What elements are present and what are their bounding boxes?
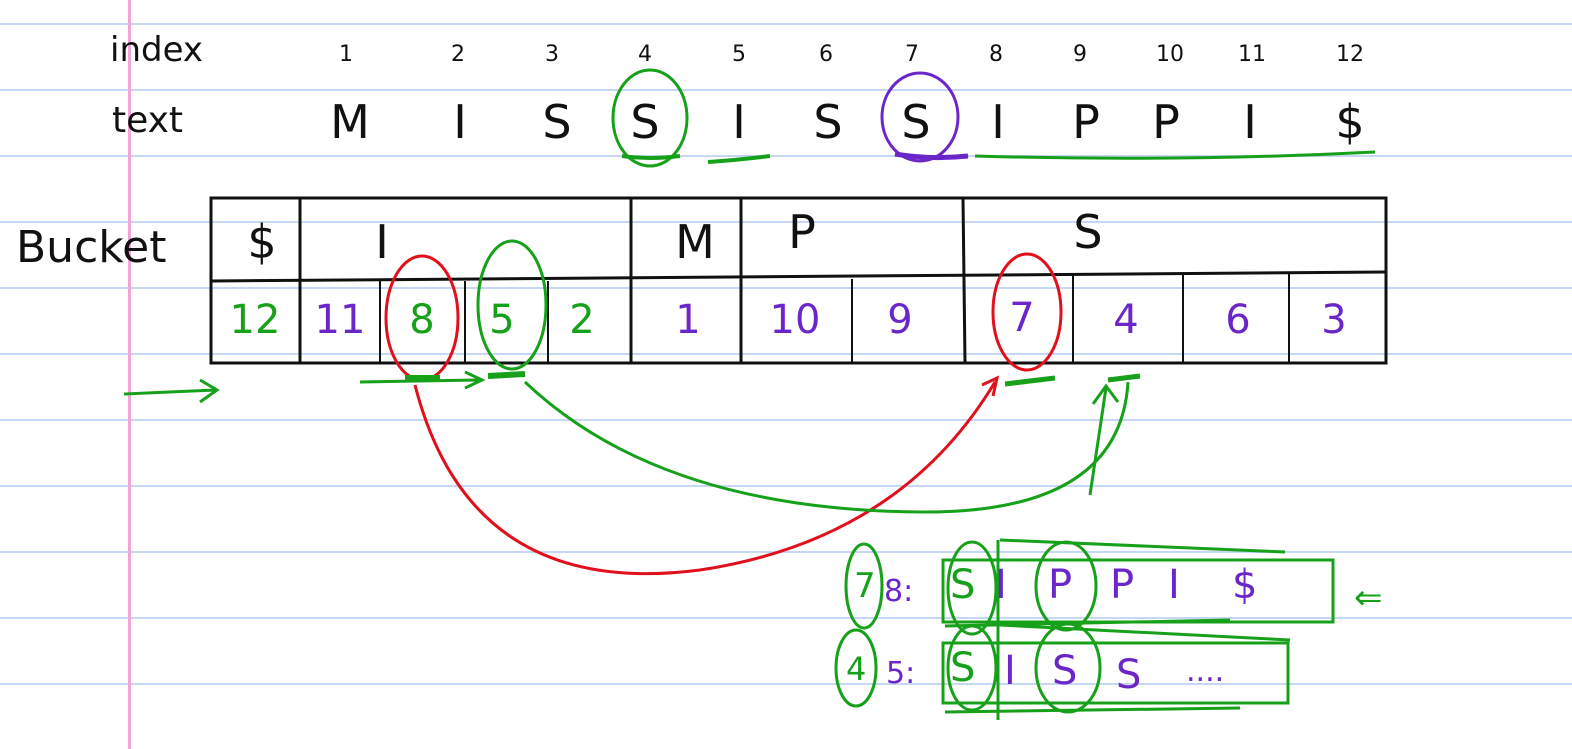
index-6: 6 — [819, 42, 833, 67]
index-9: 9 — [1073, 42, 1087, 67]
suffix-2-ellipsis: .... — [1186, 654, 1225, 689]
suffix-1-char-4: P — [1110, 562, 1135, 608]
bucket-cell-7: 10 — [769, 297, 821, 343]
text-char-2: I — [453, 95, 467, 149]
bucket-head-p: P — [788, 205, 816, 259]
suffix-1-char-3: P — [1048, 562, 1073, 608]
bucket-cell-11: 6 — [1225, 297, 1251, 343]
bucket-head-s: S — [1073, 205, 1103, 259]
suffix-boxes — [834, 538, 1335, 720]
bucket-cell-5: 2 — [569, 297, 595, 343]
margin-line — [128, 0, 131, 749]
text-char-1: M — [330, 95, 370, 149]
circle-bucket-7 — [991, 252, 1063, 372]
bucket-cell-3: 8 — [409, 297, 435, 343]
circle-text-7 — [880, 71, 960, 163]
bucket-cell-6: 1 — [675, 297, 701, 343]
underline-8-12 — [974, 150, 1376, 160]
index-8: 8 — [989, 42, 1003, 67]
index-11: 11 — [1238, 42, 1266, 67]
text-char-8: I — [991, 95, 1005, 149]
index-4: 4 — [638, 42, 652, 67]
suffix-2-char-1: S — [950, 645, 976, 691]
bucket-cell-1: 12 — [229, 297, 281, 343]
text-char-7: S — [901, 95, 931, 149]
text-char-3: S — [542, 95, 572, 149]
bucket-cell-2: 11 — [314, 297, 366, 343]
suffix-1-char-6: $ — [1232, 562, 1258, 608]
underline-5 — [707, 154, 771, 164]
suffix-1-char-1: S — [950, 562, 976, 608]
index-label: index — [110, 30, 204, 70]
suffix-2-char-3: S — [1052, 648, 1078, 694]
text-char-5: I — [732, 95, 746, 149]
index-12: 12 — [1336, 42, 1364, 67]
green-up-arrow — [1088, 383, 1120, 496]
bucket-head-dollar: $ — [247, 215, 277, 269]
bucket-cell-8: 9 — [887, 297, 913, 343]
text-char-4: S — [630, 95, 660, 149]
index-5: 5 — [732, 42, 746, 67]
bucket-table — [209, 196, 1388, 365]
red-arc-8-to-7 — [413, 381, 997, 576]
bucket-cell-4: 5 — [489, 297, 515, 343]
index-2: 2 — [451, 42, 465, 67]
suffix-1-char-5: I — [1168, 562, 1180, 608]
circle-bucket-5 — [476, 239, 548, 371]
bucket-cell-10: 4 — [1113, 297, 1139, 343]
start-arrow — [123, 378, 220, 404]
circle-text-4 — [611, 68, 689, 168]
suffix-2-prefix: 5: — [886, 656, 916, 691]
suffix-2-circled-index: 4 — [846, 650, 867, 688]
text-char-10: P — [1152, 95, 1180, 149]
index-7: 7 — [905, 42, 919, 67]
current-row-arrow: ⇐ — [1354, 578, 1383, 618]
pointer-mark-7 — [1004, 375, 1056, 387]
index-10: 10 — [1156, 42, 1184, 67]
suffix-1-prefix: 8: — [884, 574, 914, 609]
text-char-12: $ — [1335, 95, 1365, 149]
pointer-mark-4 — [1107, 373, 1141, 383]
bucket-cell-9: 7 — [1009, 295, 1035, 341]
suffix-1-circled-index: 7 — [854, 566, 876, 606]
suffix-2-char-2: I — [1004, 648, 1016, 694]
bucket-head-i: I — [375, 215, 389, 269]
text-label: text — [112, 100, 184, 141]
index-1: 1 — [339, 42, 353, 67]
index-3: 3 — [545, 42, 559, 67]
bucket-head-m: M — [675, 215, 715, 269]
text-char-6: S — [813, 95, 843, 149]
red-arrowhead — [981, 375, 1000, 397]
text-char-11: I — [1243, 95, 1257, 149]
suffix-1-char-2: I — [995, 562, 1007, 608]
bucket-cell-12: 3 — [1321, 297, 1347, 343]
suffix-2-char-4: S — [1116, 652, 1142, 698]
bucket-label: Bucket — [16, 222, 167, 273]
green-arc-5-to-4 — [523, 380, 1130, 514]
text-char-9: P — [1072, 95, 1100, 149]
pointer-mark-5 — [487, 371, 526, 379]
